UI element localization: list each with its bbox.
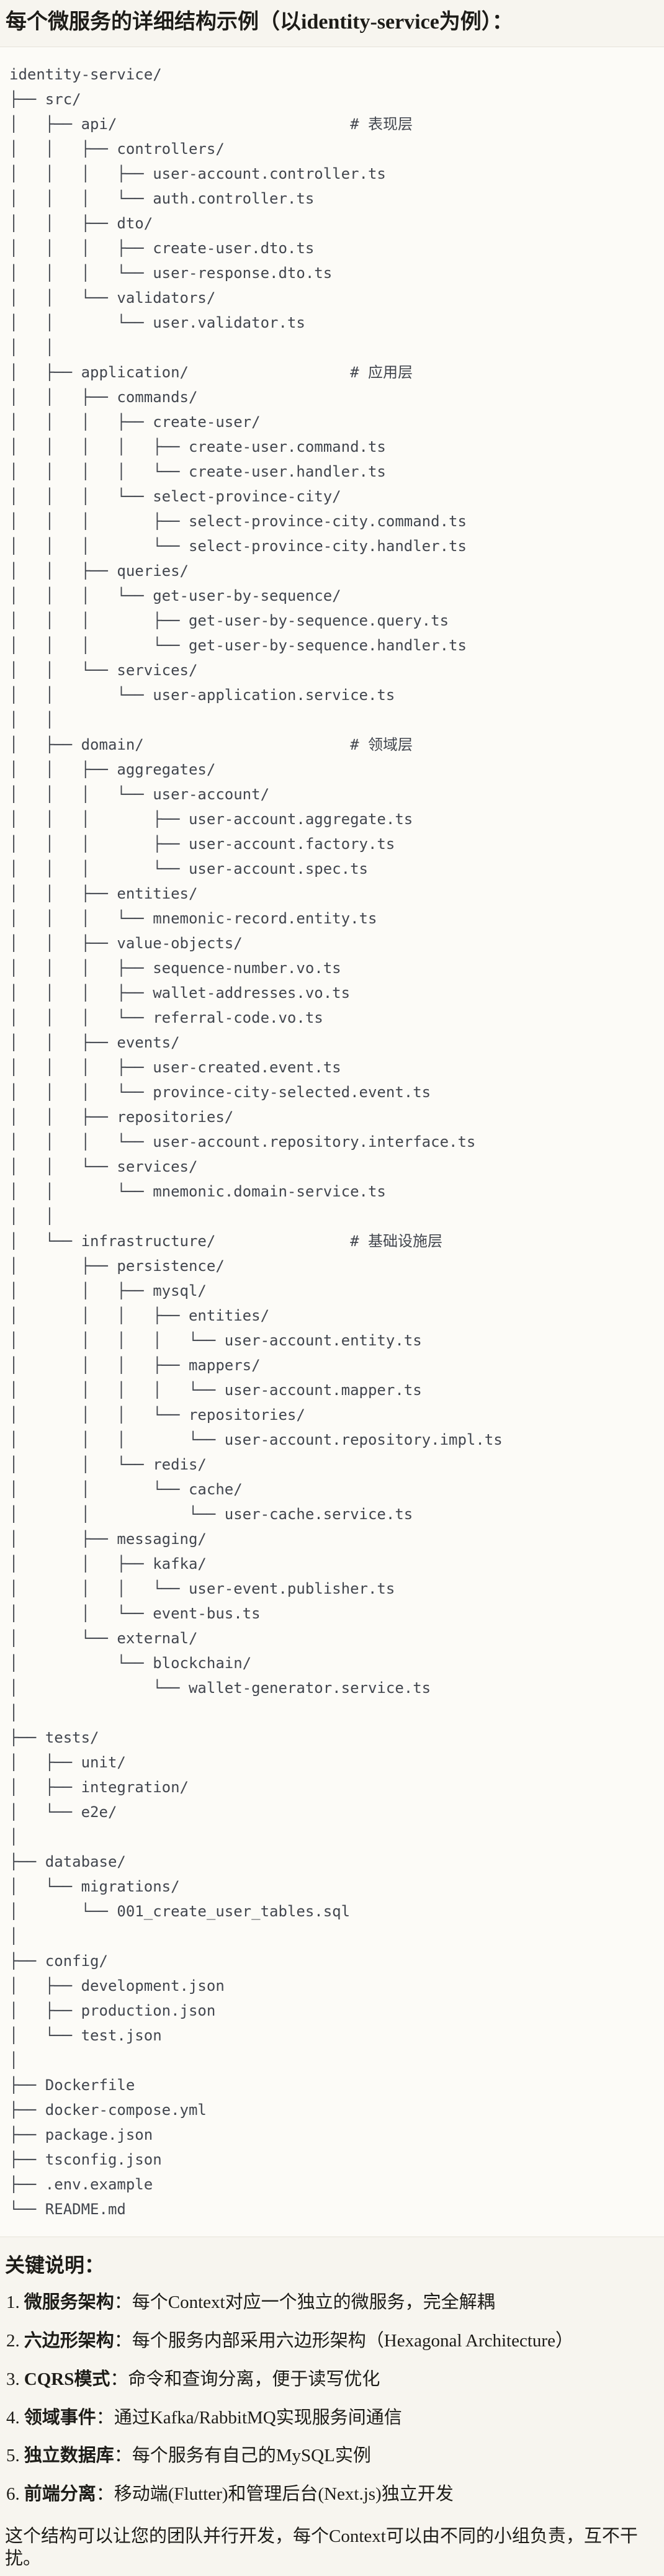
- note-item-domain-events: 4.领域事件：通过Kafka/RabbitMQ实现服务间通信: [6, 2407, 657, 2429]
- note-number: 5.: [6, 2446, 20, 2466]
- note-desc: ：命令和查询分离，便于读写优化: [110, 2369, 380, 2389]
- note-number: 2.: [6, 2330, 20, 2351]
- note-term: 六边形架构: [24, 2330, 114, 2351]
- notes-heading: 关键说明：: [5, 2253, 105, 2276]
- note-number: 6.: [6, 2484, 20, 2505]
- note-item-database: 5.独立数据库：每个服务有自己的MySQL实例: [6, 2445, 657, 2467]
- note-term: CQRS模式: [24, 2369, 110, 2389]
- code-block: identity-service/ ├── src/ │ ├── api/ # …: [0, 46, 664, 2237]
- note-desc: ：每个服务内部采用六边形架构（Hexagonal Architecture）: [114, 2330, 573, 2351]
- note-desc: ：移动端(Flutter)和管理后台(Next.js)独立开发: [96, 2484, 454, 2505]
- note-item-frontend: 6.前端分离：移动端(Flutter)和管理后台(Next.js)独立开发: [6, 2484, 657, 2505]
- note-term: 微服务架构: [24, 2292, 114, 2313]
- note-item-microservices: 1.微服务架构：每个Context对应一个独立的微服务，完全解耦: [6, 2292, 657, 2313]
- note-item-hexagonal: 2.六边形架构：每个服务内部采用六边形架构（Hexagonal Architec…: [6, 2330, 657, 2352]
- note-number: 3.: [6, 2369, 20, 2389]
- notes-section: 关键说明： 1.微服务架构：每个Context对应一个独立的微服务，完全解耦 2…: [0, 2253, 664, 2576]
- note-desc: ：每个服务有自己的MySQL实例: [114, 2446, 371, 2466]
- note-desc: ：每个Context对应一个独立的微服务，完全解耦: [114, 2292, 495, 2313]
- note-term: 前端分离: [24, 2484, 96, 2505]
- note-item-cqrs: 3.CQRS模式：命令和查询分离，便于读写优化: [6, 2369, 657, 2390]
- note-term: 领域事件: [24, 2407, 96, 2428]
- note-term: 独立数据库: [24, 2446, 114, 2466]
- note-desc: ：通过Kafka/RabbitMQ实现服务间通信: [96, 2407, 402, 2428]
- note-number: 1.: [6, 2292, 20, 2313]
- file-tree: identity-service/ ├── src/ │ ├── api/ # …: [9, 65, 503, 2218]
- closing-paragraph: 这个结构可以让您的团队并行开发，每个Context可以由不同的小组负责，互不干扰…: [5, 2526, 638, 2569]
- note-number: 4.: [6, 2407, 20, 2428]
- page-title: 每个微服务的详细结构示例（以identity-service为例）：: [6, 11, 513, 34]
